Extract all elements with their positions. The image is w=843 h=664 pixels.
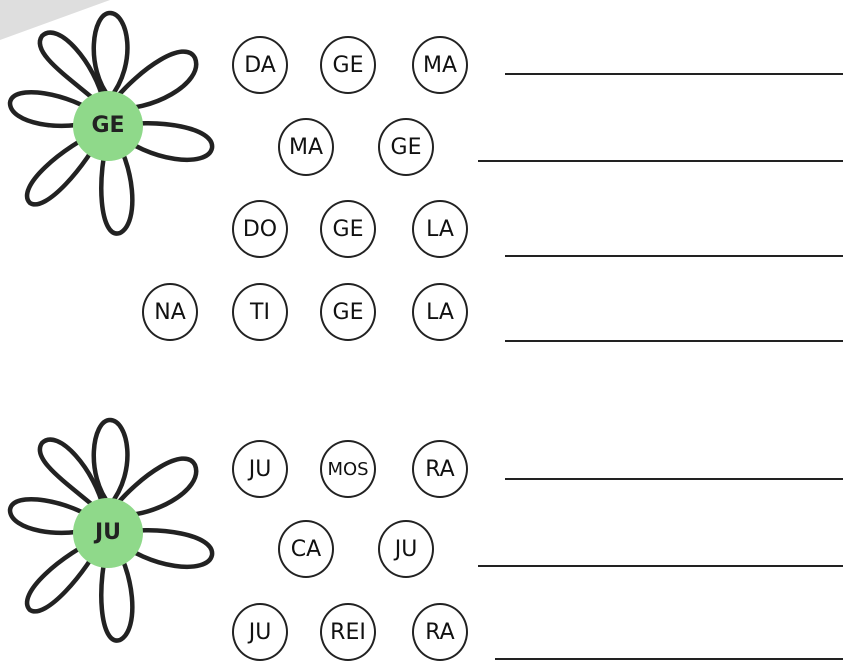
flower-icon [0, 8, 220, 248]
syllable-circle: LA [412, 200, 468, 258]
answer-line[interactable] [505, 255, 843, 257]
flower-icon [0, 415, 220, 655]
syllable-circle: CA [278, 520, 334, 578]
syllable-circle: GE [320, 36, 376, 94]
answer-line[interactable] [478, 565, 843, 567]
syllable-circle: RA [412, 440, 468, 498]
syllable-circle: MA [278, 118, 334, 176]
answer-line[interactable] [505, 73, 843, 75]
syllable-circle: GE [320, 200, 376, 258]
syllable-circle: MOS [320, 440, 376, 498]
syllable-circle: NA [142, 283, 198, 341]
syllable-circle: DO [232, 200, 288, 258]
answer-line[interactable] [505, 478, 843, 480]
answer-line[interactable] [505, 340, 843, 342]
answer-line[interactable] [478, 160, 843, 162]
answer-line[interactable] [495, 658, 843, 660]
syllable-circle: MA [412, 36, 468, 94]
syllable-circle: LA [412, 283, 468, 341]
flower-center-label: GE [91, 113, 125, 138]
syllable-circle: TI [232, 283, 288, 341]
flower-center-label: JU [94, 520, 122, 545]
syllable-circle: GE [378, 118, 434, 176]
syllable-circle: DA [232, 36, 288, 94]
syllable-circle: GE [320, 283, 376, 341]
syllable-circle: REI [320, 603, 376, 661]
syllable-circle: JU [378, 520, 434, 578]
syllable-circle: JU [232, 440, 288, 498]
syllable-circle: JU [232, 603, 288, 661]
syllable-circle: RA [412, 603, 468, 661]
